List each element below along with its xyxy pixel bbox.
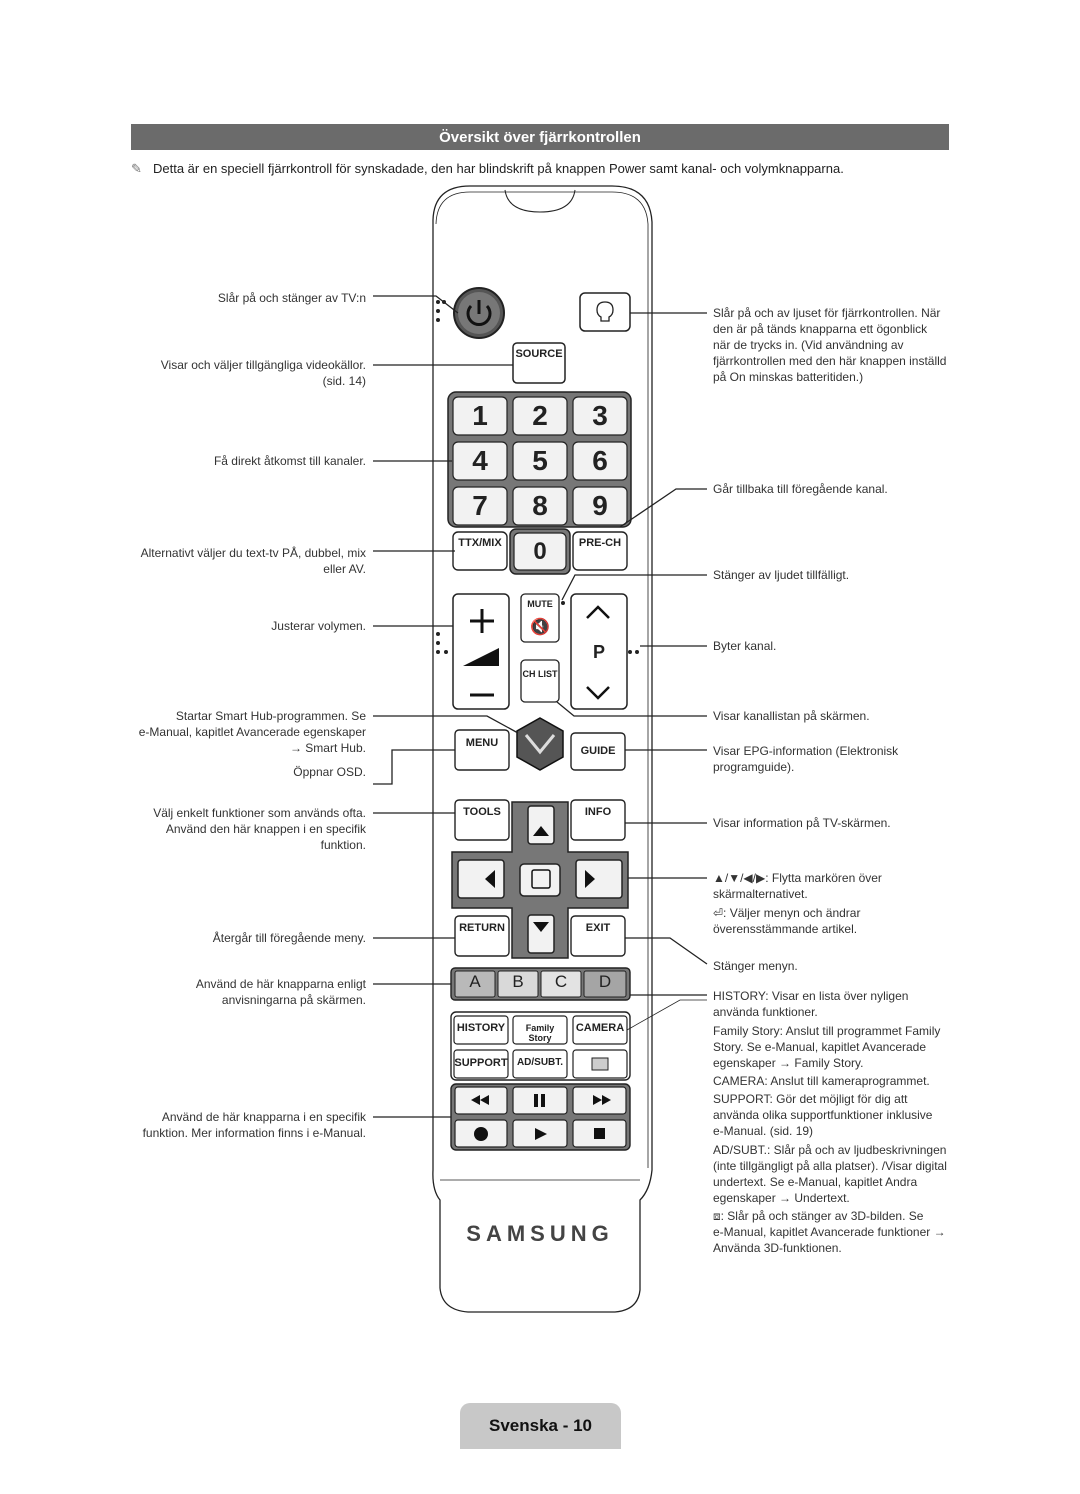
label-chlist: Visar kanallistan på skärmen.: [713, 709, 870, 723]
label-source: Visar och väljer tillgängliga videokällo…: [160, 358, 366, 388]
digit-5[interactable]: 5: [532, 445, 548, 476]
label-menu: Öppnar OSD.: [293, 765, 366, 779]
label-tools: Välj enkelt funktioner som används ofta.…: [153, 806, 366, 852]
color-c-label[interactable]: C: [554, 972, 568, 991]
label-adsubt: AD/SUBT.: Slår på och av ljudbeskrivning…: [713, 1143, 947, 1205]
dpad: [451, 801, 629, 959]
camera-label[interactable]: CAMERA: [575, 1022, 625, 1034]
label-return: Återgår till föregående meny.: [212, 931, 366, 945]
note-text: Detta är en speciell fjärrkontroll för s…: [153, 161, 844, 176]
digit-1[interactable]: 1: [472, 400, 488, 431]
page-footer: Svenska - 10: [460, 1403, 621, 1449]
digit-8[interactable]: 8: [532, 490, 548, 521]
ttx-label[interactable]: TTX/MIX: [458, 537, 502, 549]
label-ttx: Alternativt väljer du text-tv PÅ, dubbel…: [140, 546, 366, 576]
channel-p-label[interactable]: P: [592, 642, 605, 662]
label-mute: Stänger av ljudet tillfälligt.: [713, 568, 850, 582]
digit-6[interactable]: 6: [592, 445, 608, 476]
pencil-icon: ✎: [131, 161, 142, 176]
label-info: Visar information på TV-skärmen.: [713, 816, 891, 830]
exit-label[interactable]: EXIT: [585, 922, 611, 934]
return-label[interactable]: RETURN: [459, 922, 505, 934]
color-b-label[interactable]: B: [512, 972, 524, 991]
brand-logo: SAMSUNG: [466, 1221, 614, 1246]
label-exit: Stänger menyn.: [713, 959, 798, 973]
tools-label[interactable]: TOOLS: [463, 806, 501, 818]
history-label[interactable]: HISTORY: [456, 1022, 506, 1034]
digit-2[interactable]: 2: [532, 400, 548, 431]
label-family-story: Family Story: Anslut till programmet Fam…: [713, 1024, 941, 1070]
label-prech: Går tillbaka till föregående kanal.: [713, 482, 888, 496]
label-channels: Få direkt åtkomst till kanaler.: [213, 454, 366, 468]
note: ✎ Detta är en speciell fjärrkontroll för …: [131, 160, 961, 178]
chlist-label[interactable]: CH LIST: [522, 669, 558, 679]
digit-3[interactable]: 3: [592, 400, 608, 431]
mute-icon: 🔇: [530, 619, 550, 636]
family-story-label[interactable]: Family Story: [525, 1023, 555, 1043]
source-label[interactable]: SOURCE: [515, 348, 563, 360]
smart-hub-button: [516, 717, 564, 771]
color-a-label[interactable]: A: [469, 972, 481, 991]
label-camera: CAMERA: Anslut till kameraprogrammet.: [713, 1074, 930, 1088]
digit-7[interactable]: 7: [472, 490, 488, 521]
digit-0[interactable]: 0: [533, 538, 547, 565]
menu-button: [454, 729, 510, 771]
info-label[interactable]: INFO: [584, 806, 612, 818]
color-d-label[interactable]: D: [598, 972, 612, 991]
label-power: Slår på och stänger av TV:n: [217, 291, 366, 305]
menu-label[interactable]: MENU: [465, 737, 499, 749]
prech-label[interactable]: PRE-CH: [578, 537, 622, 549]
light-button: [579, 292, 631, 332]
label-light: Slår på och av ljuset för fjärrkontrolle…: [713, 306, 947, 384]
label-volume: Justerar volymen.: [271, 619, 366, 633]
mute-label[interactable]: MUTE: [527, 599, 553, 609]
volume-rocker: [436, 593, 510, 710]
adsubt-label[interactable]: AD/SUBT.: [516, 1057, 564, 1068]
label-channel: Byter kanal.: [713, 639, 777, 653]
guide-label[interactable]: GUIDE: [580, 745, 616, 757]
support-label[interactable]: SUPPORT: [454, 1057, 508, 1069]
chlist-button: [520, 659, 560, 703]
3d-button: [572, 1049, 628, 1079]
digit-9[interactable]: 9: [592, 490, 608, 521]
page-title: Översikt över fjärrkontrollen: [131, 124, 949, 150]
power-button: [436, 287, 505, 339]
digit-4[interactable]: 4: [472, 445, 488, 476]
